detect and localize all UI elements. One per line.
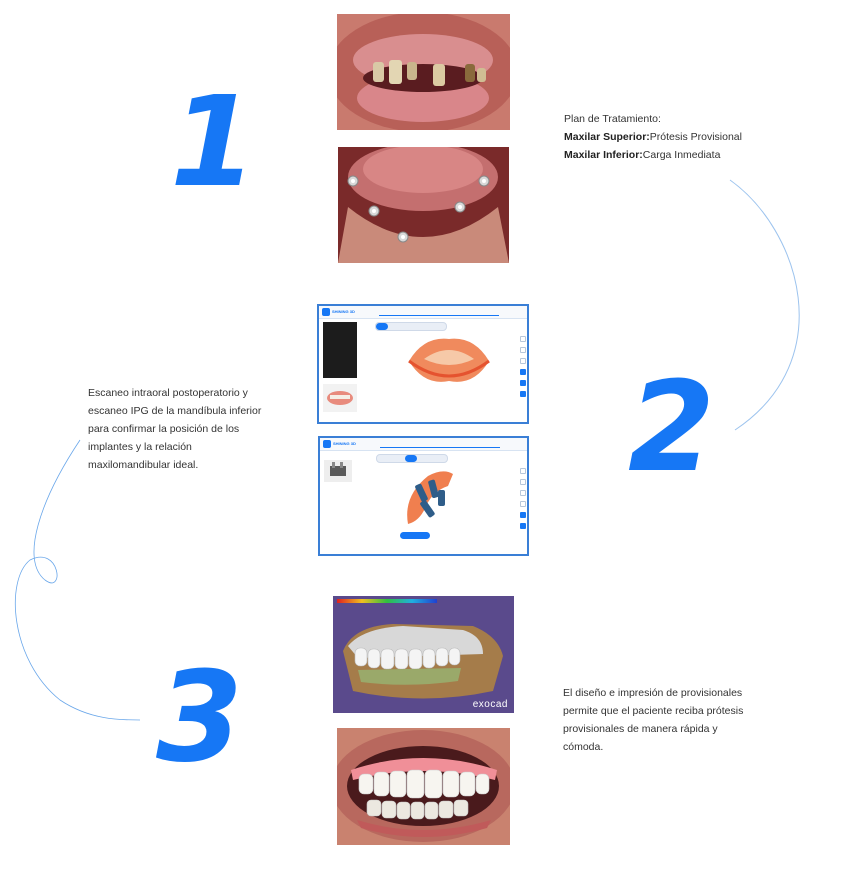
- jaw-scan-model: [408, 338, 490, 382]
- view-mode-toggle[interactable]: [375, 322, 447, 331]
- plan-title: Plan de Tratamiento:: [564, 113, 661, 125]
- plan-upper: Maxilar Superior:Prótesis Provisional: [564, 131, 742, 143]
- tool-sidebar: [519, 336, 526, 402]
- exocad-label: exocad: [472, 699, 508, 710]
- bottom-toolbar: [400, 532, 430, 539]
- photo-implants-lower: [338, 147, 509, 263]
- exocad-design-render: exocad: [333, 596, 514, 713]
- scan-thumbnail-2: [324, 460, 352, 482]
- scan-thumbnail: [323, 384, 357, 412]
- step-number-3: 3: [156, 645, 243, 790]
- software-topbar-2: SHINING 3D: [320, 438, 527, 451]
- tool-sidebar-2: [519, 468, 526, 534]
- design-caption: El diseño e impresión de provisionales p…: [563, 687, 744, 753]
- photo-final-smile: [337, 728, 510, 845]
- implant-position-model: [407, 471, 453, 524]
- photo-before-upper: [337, 14, 510, 130]
- view-mode-toggle-2[interactable]: [376, 454, 448, 463]
- software-brand-2: SHINING 3D: [333, 441, 356, 446]
- scan-screen-1: SHINING 3D: [317, 304, 529, 424]
- plan-lower: Maxilar Inferior:Carga Inmediata: [564, 149, 721, 161]
- step-number-2: 2: [628, 355, 715, 500]
- scan-caption: Escaneo intraoral postoperatorio y escan…: [88, 387, 262, 471]
- shining-logo-icon-2: [323, 440, 331, 448]
- software-topbar: SHINING 3D: [319, 306, 527, 319]
- scan-screen-2: SHINING 3D: [318, 436, 529, 556]
- scan-preview-panel: [323, 322, 357, 378]
- software-brand: SHINING 3D: [332, 309, 355, 314]
- treatment-plan: Plan de Tratamiento: Maxilar Superior:Pr…: [564, 110, 814, 164]
- shining-logo-icon: [322, 308, 330, 316]
- step-number-1: 1: [170, 70, 257, 215]
